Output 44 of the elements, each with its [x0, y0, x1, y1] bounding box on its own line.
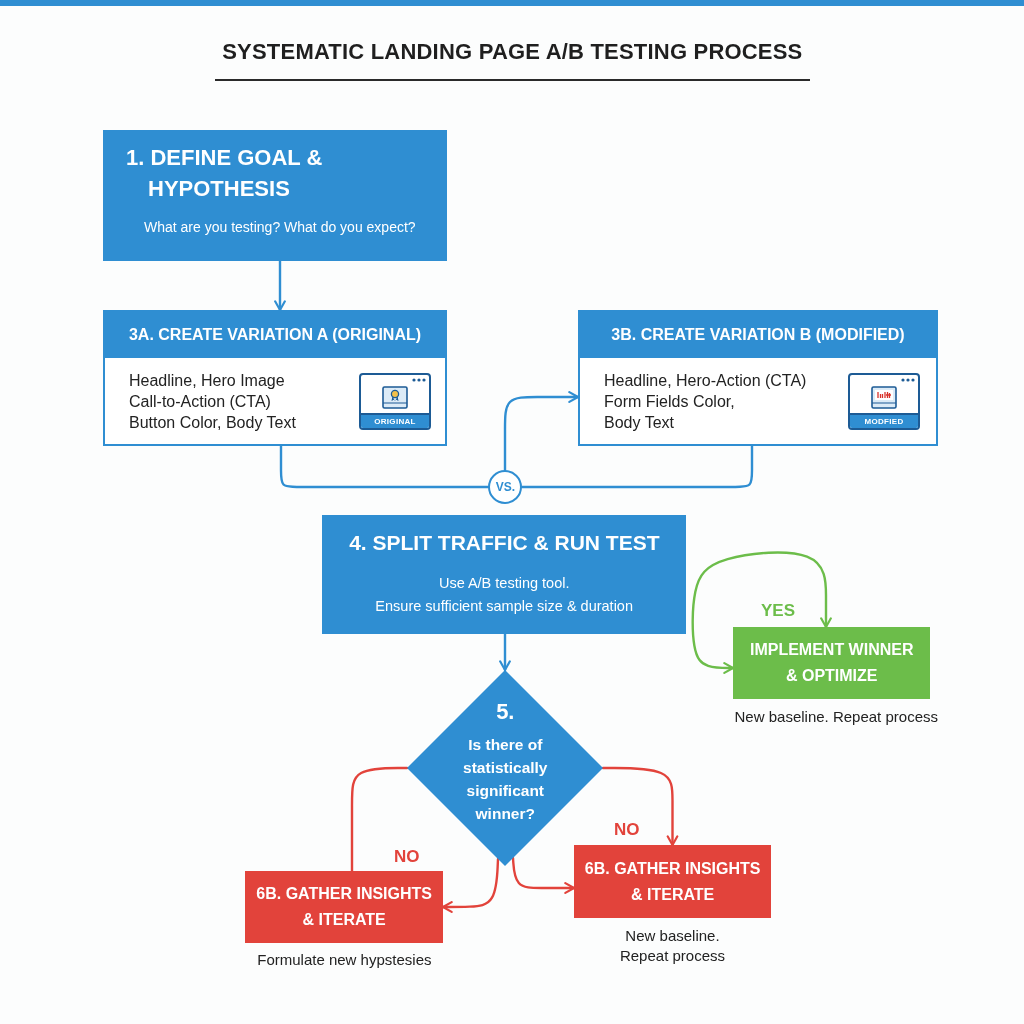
result-box	[574, 845, 771, 918]
arrow	[274, 259, 286, 312]
browser-mockup	[359, 373, 431, 430]
list-item-text: Headline, Hero Image	[129, 371, 286, 391]
card-header: 3A. CREATE VARIATION A (ORIGINAL)	[105, 312, 445, 358]
arrow	[691, 551, 832, 674]
versus-label: VS.	[494, 480, 516, 494]
card-header: 3B. CREATE VARIATION B (MODIFIED)	[580, 312, 936, 358]
list-item-text: Body Text	[604, 413, 675, 433]
result-heading: IMPLEMENT WINNER & OPTIMIZE	[748, 640, 915, 686]
variation-card	[578, 310, 938, 446]
process-box	[322, 515, 686, 634]
step-description: Use A/B testing tool.	[437, 574, 571, 593]
mockup-caption: MODFIED	[850, 413, 918, 428]
connector-line	[350, 766, 409, 873]
connector-line	[279, 444, 490, 489]
decision-question: Is there of statistically significant winner?	[462, 735, 549, 824]
process-box	[103, 130, 447, 261]
connector-line	[520, 444, 754, 489]
box-caption: Formulate new hypstesies	[256, 950, 433, 970]
list-item-text: Button Color, Body Text	[129, 413, 297, 433]
arrow	[601, 766, 679, 847]
variation-card	[103, 310, 447, 446]
step-description: Ensure sufficient sample size & duration	[374, 597, 634, 616]
versus-circle	[488, 470, 522, 504]
list-item-text: Form Fields Color,	[604, 392, 736, 412]
box-caption: New baseline. Repeat process	[618, 926, 726, 966]
step-heading: 4. SPLIT TRAFFIC & RUN TEST	[348, 530, 661, 556]
result-box	[245, 871, 443, 943]
list-item-text: Headline, Hero-Action (CTA)	[604, 371, 808, 391]
box-caption: New baseline. Repeat process	[733, 707, 939, 727]
arrow	[503, 391, 580, 472]
result-box	[733, 627, 930, 699]
mockup-caption: ORIGINAL	[361, 413, 429, 428]
browser-mockup	[848, 373, 920, 430]
result-heading: 6B. GATHER INSIGHTS & ITERATE	[583, 858, 762, 905]
diagram-title: SYSTEMATIC LANDING PAGE A/B TESTING PROCESS	[221, 38, 804, 66]
arrow	[499, 632, 511, 672]
step-description: What are you testing? What do you expect?	[144, 218, 417, 237]
arrow	[511, 856, 576, 894]
step-heading: 1. DEFINE GOAL & HYPOTHESIS	[126, 144, 324, 203]
step-number: 5.	[495, 698, 516, 726]
result-heading: 6B. GATHER INSIGHTS & ITERATE	[255, 884, 433, 930]
list-item-text: Call-to-Action (CTA)	[129, 392, 272, 412]
